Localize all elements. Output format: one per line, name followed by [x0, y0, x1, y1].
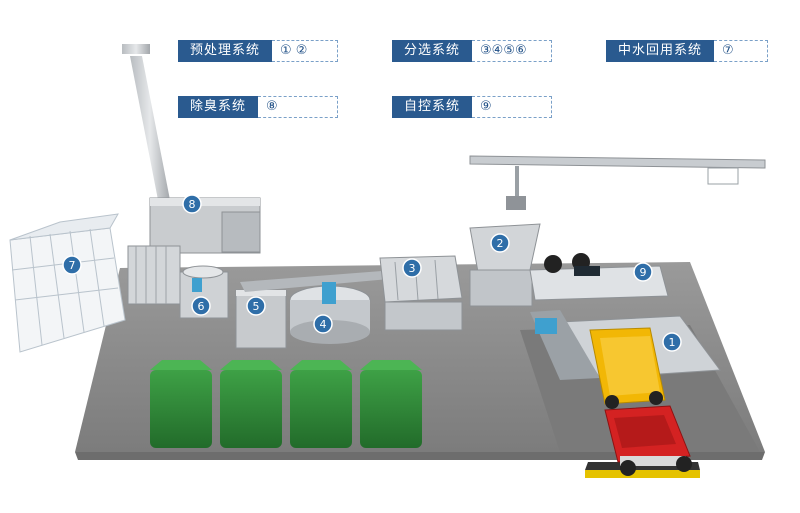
- legend-numbers: ③④⑤⑥: [472, 40, 552, 62]
- green-bin: [150, 360, 212, 448]
- marker-label: 9: [640, 266, 647, 279]
- legend-numbers: ⑧: [258, 96, 338, 118]
- marker-circle: [402, 258, 422, 278]
- yellow-truck: [589, 327, 666, 409]
- marker-circle: [633, 262, 653, 282]
- marker-circle: [490, 233, 510, 253]
- legend-label: 除臭系统: [178, 96, 259, 118]
- water-reuse-container: [9, 213, 126, 353]
- marker-9: 9: [633, 262, 653, 282]
- overhead-crane: [469, 155, 766, 210]
- green-bin: [360, 360, 422, 448]
- marker-label: 8: [189, 198, 196, 211]
- marker-label: 2: [497, 237, 504, 250]
- marker-circle: [662, 332, 682, 352]
- legend-label: 预处理系统: [178, 40, 273, 62]
- legend-numbers: ⑨: [472, 96, 552, 118]
- red-truck: [604, 405, 692, 476]
- belt-conveyor: [240, 270, 400, 292]
- round-separator: [289, 282, 371, 344]
- green-bin: [290, 360, 352, 448]
- legend-sorting: 分选系统 ③④⑤⑥: [392, 40, 552, 62]
- deodorization-unit: [149, 197, 261, 254]
- screening-machine: [379, 255, 463, 331]
- marker-label: 6: [198, 300, 205, 313]
- marker-4: 4: [313, 314, 333, 334]
- marker-2: 2: [490, 233, 510, 253]
- marker-circle: [246, 296, 266, 316]
- chimney: [122, 44, 170, 200]
- legend-numbers: ① ②: [272, 40, 338, 62]
- marker-label: 4: [320, 318, 327, 331]
- marker-label: 3: [409, 262, 416, 275]
- marker-circle: [313, 314, 333, 334]
- marker-label: 5: [253, 300, 260, 313]
- marker-8: 8: [182, 194, 202, 214]
- green-bin: [220, 360, 282, 448]
- marker-label: 7: [69, 259, 76, 272]
- legend-pretreatment: 预处理系统 ① ②: [178, 40, 338, 62]
- legend-deodorization: 除臭系统 ⑧: [178, 96, 338, 118]
- legend-label: 中水回用系统: [606, 40, 715, 62]
- bay-stripe: [585, 470, 700, 478]
- legend-label: 分选系统: [392, 40, 473, 62]
- marker-circle: [62, 255, 82, 275]
- floor-edge: [75, 452, 765, 460]
- legend-auto-control: 自控系统 ⑨: [392, 96, 552, 118]
- legend-water-reuse: 中水回用系统 ⑦: [606, 40, 768, 62]
- marker-circle: [191, 296, 211, 316]
- marker-6: 6: [191, 296, 211, 316]
- legend-label: 自控系统: [392, 96, 473, 118]
- marker-circle: [182, 194, 202, 214]
- marker-3: 3: [402, 258, 422, 278]
- control-cabinet: [529, 253, 669, 301]
- marker-1: 1: [662, 332, 682, 352]
- marker-5: 5: [246, 296, 266, 316]
- marker-7: 7: [62, 255, 82, 275]
- marker-label: 1: [669, 336, 676, 349]
- legend-numbers: ⑦: [714, 40, 768, 62]
